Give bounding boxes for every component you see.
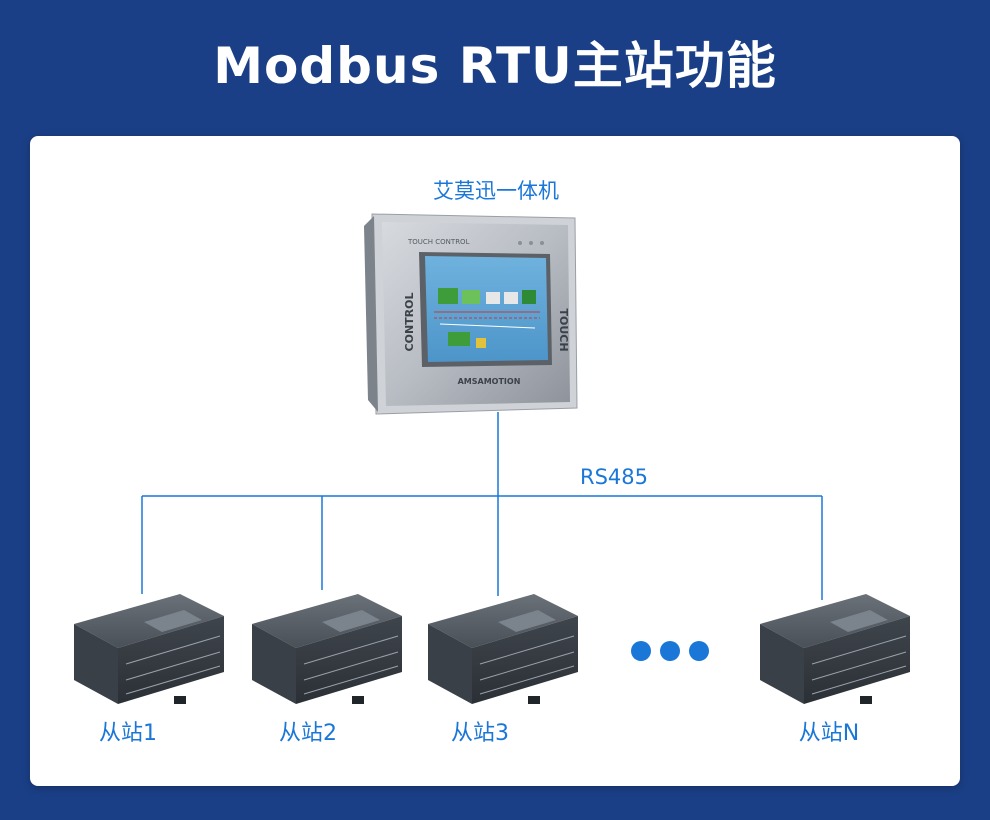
slave-device-3 <box>428 594 578 704</box>
three-dots-icon <box>631 641 709 661</box>
slave-device-1 <box>74 594 224 704</box>
hmi-side-right-label: TOUCH <box>557 308 570 351</box>
slave-label-3: 从站3 <box>451 721 509 746</box>
bus-label: RS485 <box>580 465 648 489</box>
page-title: Modbus RTU主站功能 <box>213 37 777 95</box>
slave-device-n <box>760 594 910 704</box>
hmi-device: TOUCH CONTROL CONTROL TOUCH AMSAMOTION <box>364 213 578 415</box>
hmi-brand-label: AMSAMOTION <box>458 377 521 386</box>
hmi-side-left-label: CONTROL <box>403 293 416 352</box>
hmi-screen-header: TOUCH CONTROL <box>407 238 470 246</box>
slave-label-n: 从站N <box>799 721 859 746</box>
rs485-bus <box>141 412 823 600</box>
master-label: 艾莫迅一体机 <box>433 179 559 203</box>
slave-device-2 <box>252 594 402 704</box>
slave-label-2: 从站2 <box>279 721 337 746</box>
slave-label-1: 从站1 <box>99 721 157 746</box>
